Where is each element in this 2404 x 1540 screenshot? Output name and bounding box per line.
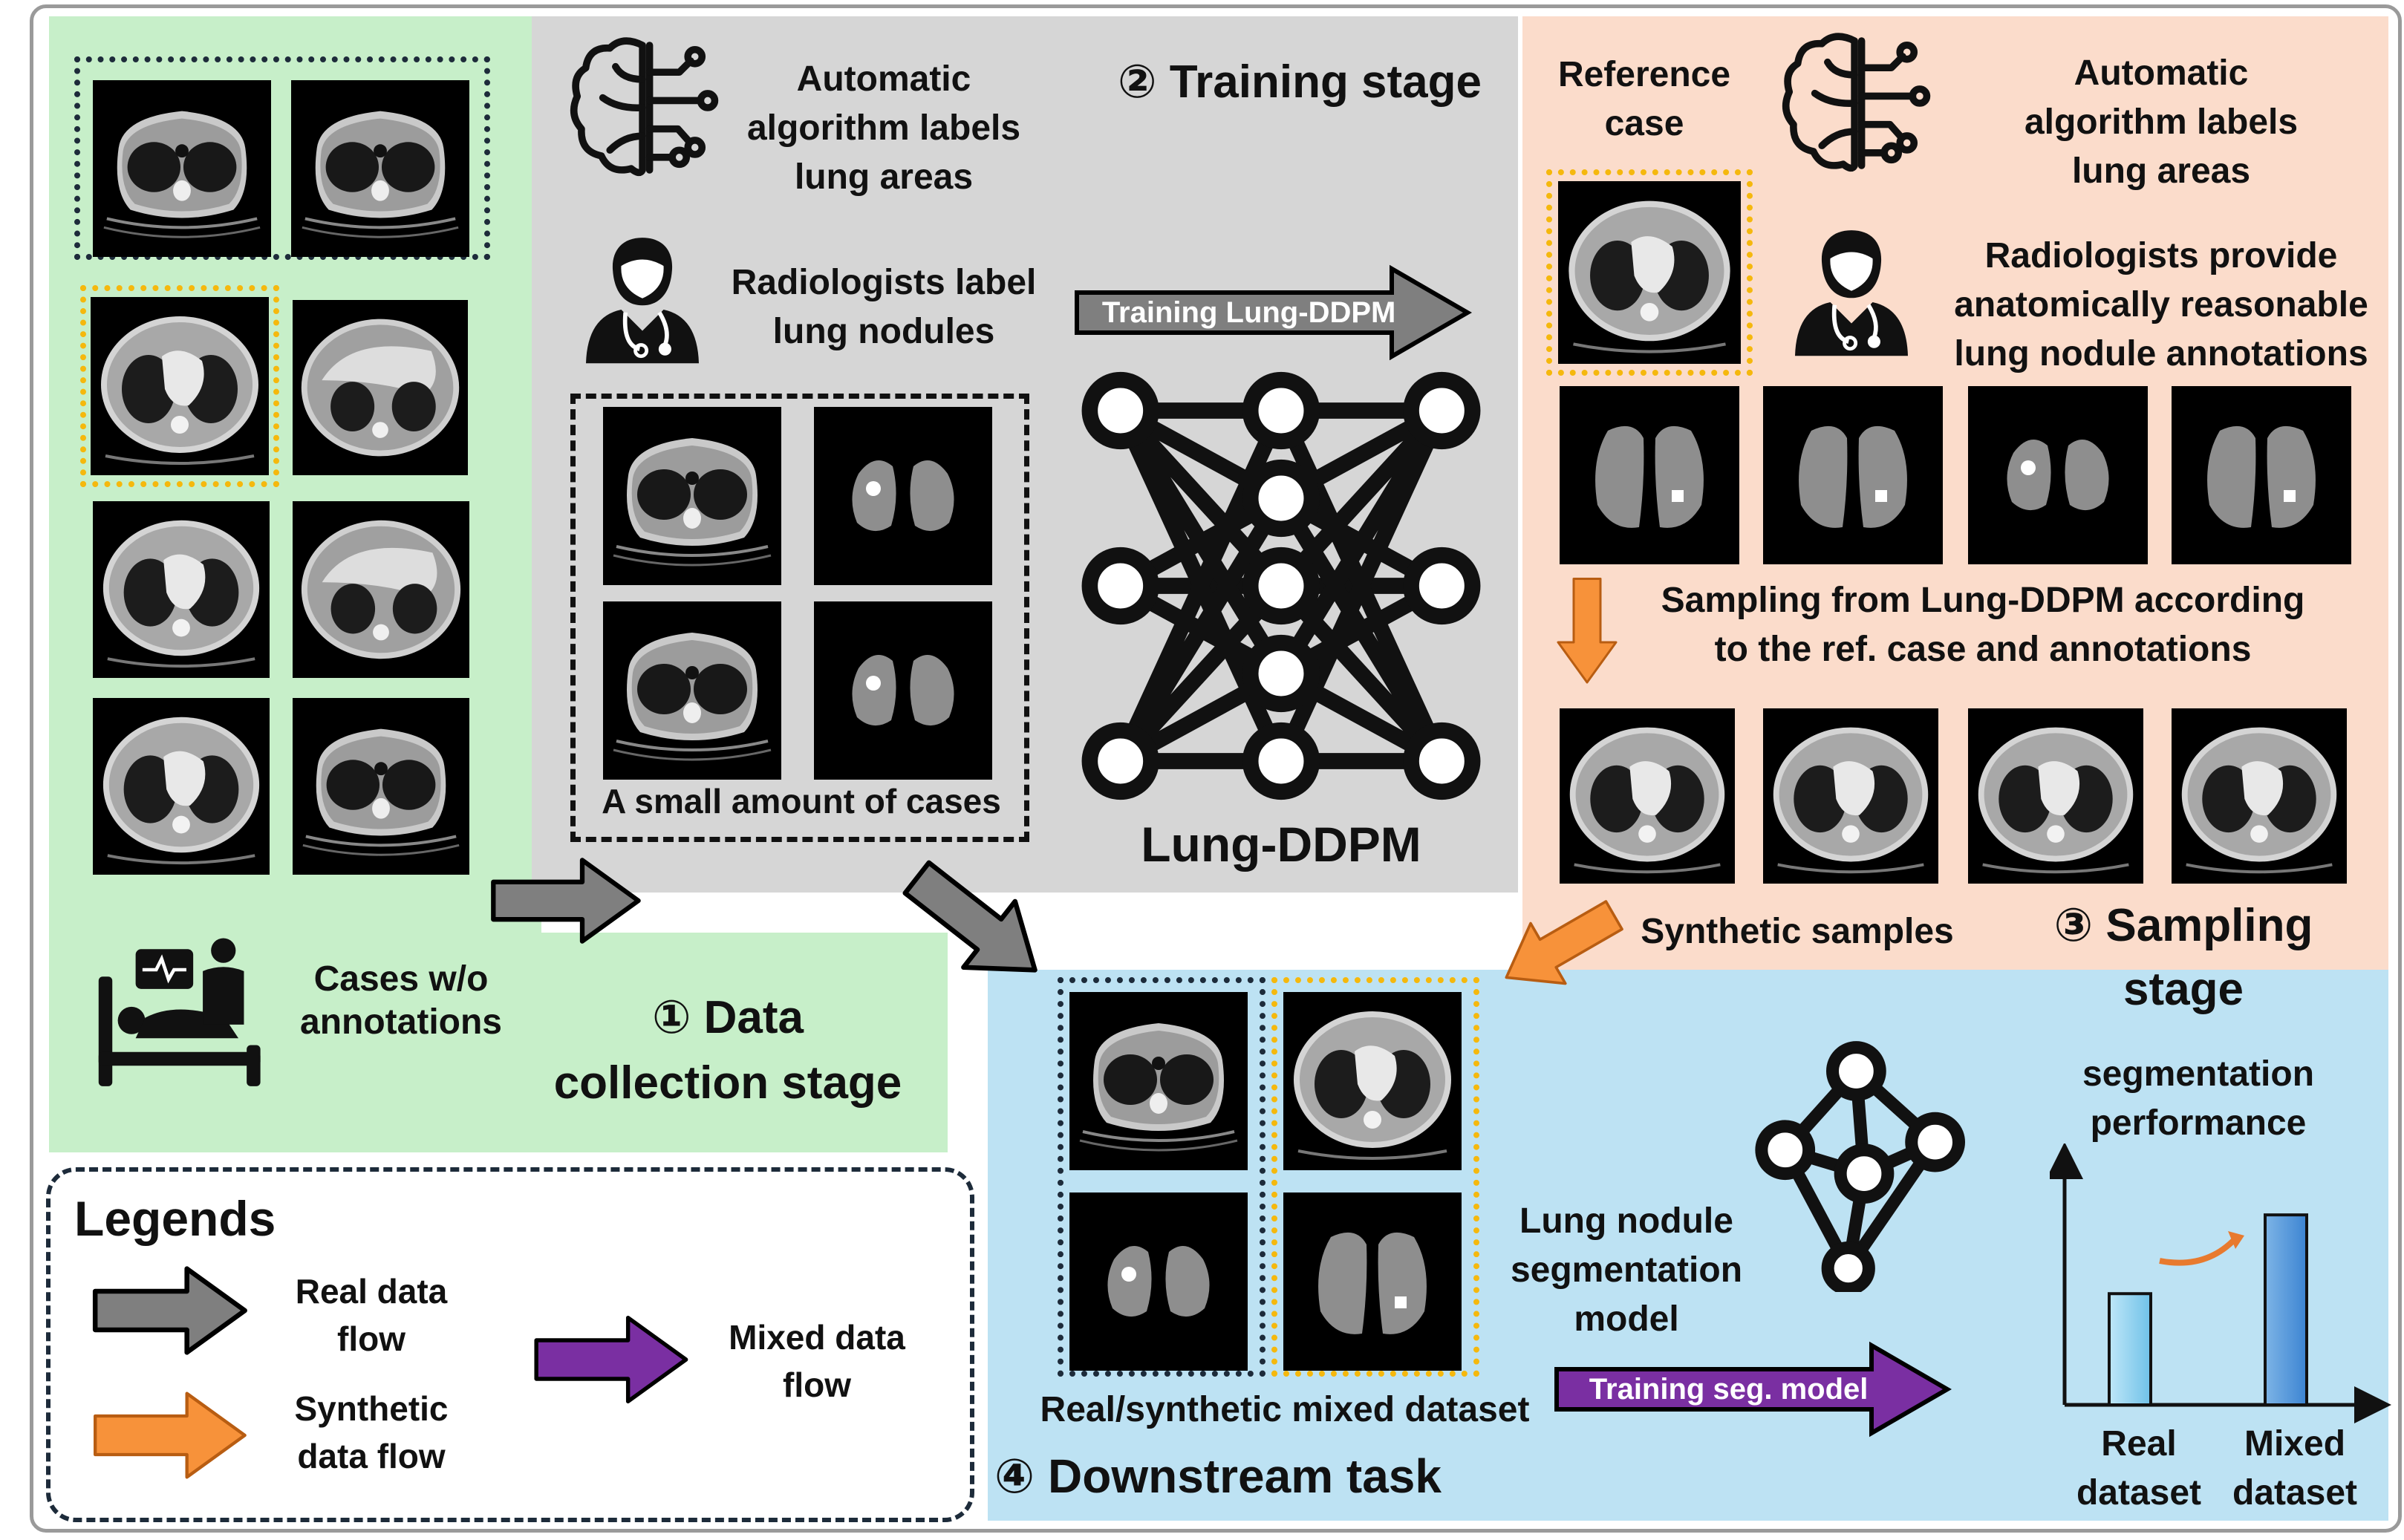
- sampling-text-1: Sampling from Lung-DDPM according: [1661, 581, 2305, 620]
- mixed-dataset-label: Real/synthetic mixed dataset: [1040, 1390, 1530, 1429]
- legend-synthetic-2: data flow: [297, 1437, 446, 1475]
- training-lung-ddpm-arrow: Training Lung-DDPM: [1072, 264, 1473, 361]
- ct-scan: [1968, 708, 2143, 884]
- brain-circuit-icon: [1778, 25, 1934, 181]
- ct-scan: [1560, 708, 1735, 884]
- mixed-flow-legend-arrow: [530, 1311, 694, 1408]
- lung-mask: [1069, 1192, 1248, 1371]
- synthetic-data-group: [1271, 977, 1479, 1377]
- legend-mixed-1: Mixed data: [729, 1318, 905, 1357]
- neural-network-icon: [1062, 367, 1500, 805]
- synthetic-flow-legend-arrow: [89, 1387, 253, 1484]
- small-cases-label: A small amount of cases: [602, 782, 1001, 820]
- ct-scan: [91, 297, 269, 475]
- ct-scan: [293, 300, 468, 475]
- perf-title-1: segmentation: [2082, 1054, 2315, 1094]
- ct-scan: [1763, 708, 1938, 884]
- ct-scan: [93, 698, 270, 875]
- lung-mask: [814, 601, 992, 780]
- reference-case-box: [80, 285, 279, 487]
- bar-mixed-label-1: Mixed: [2244, 1424, 2346, 1464]
- lung-mask: [814, 407, 992, 585]
- sampling-title-1: ③ Sampling: [2053, 900, 2313, 951]
- ct-scan: [1069, 992, 1248, 1170]
- figure-frame: [30, 4, 2402, 1533]
- bar-real-dataset: [2108, 1292, 2152, 1406]
- trend-up-arrow-icon: [2159, 1236, 2238, 1266]
- patient-bed-icon: [88, 928, 266, 1100]
- legend-synthetic-1: Synthetic: [294, 1389, 449, 1428]
- ct-scan: [93, 501, 270, 678]
- bar-real-label-2: dataset: [2076, 1473, 2202, 1513]
- model-name: Lung-DDPM: [1141, 817, 1421, 872]
- real-flow-arrow: [481, 854, 652, 947]
- lung-mask: [1560, 386, 1739, 564]
- lung-mask: [1968, 386, 2148, 564]
- downstream-title: ④ Downstream task: [994, 1449, 1442, 1503]
- reference-label-2: case: [1604, 104, 1684, 143]
- bar-real-label-1: Real: [2101, 1424, 2177, 1464]
- ct-scan: [603, 601, 781, 780]
- legend-mixed-2: flow: [783, 1366, 851, 1404]
- small-cases-box: [570, 394, 1029, 842]
- synthetic-samples-label: Synthetic samples: [1641, 912, 1954, 951]
- sampling-title-2: stage: [2123, 964, 2244, 1015]
- trend-up-arrow-head: [2228, 1231, 2244, 1249]
- sampling-radiologist-2: anatomically reasonable: [1954, 285, 2368, 324]
- data-collection-title-1: ① Data: [651, 992, 804, 1043]
- ct-scan: [603, 407, 781, 585]
- reference-case-box: [1546, 169, 1753, 376]
- training-radiologist-1: Radiologists label: [731, 263, 1037, 302]
- ct-scan: [1283, 992, 1462, 1170]
- training-title: ② Training stage: [1117, 56, 1482, 108]
- graph-network-icon: [1738, 1040, 1990, 1292]
- training-radiologist-2: lung nodules: [772, 312, 995, 351]
- training-seg-model-arrow: Training seg. model: [1552, 1341, 1953, 1438]
- ct-scan: [291, 80, 469, 257]
- real-flow-legend-arrow: [89, 1262, 253, 1359]
- sampling-radiologist-1: Radiologists provide: [1984, 236, 2338, 275]
- data-collection-title-2: collection stage: [553, 1057, 902, 1109]
- ct-scan: [293, 698, 469, 875]
- legend-title: Legends: [74, 1191, 276, 1246]
- brain-circuit-icon: [566, 30, 722, 186]
- bar-mixed-label-2: dataset: [2232, 1473, 2358, 1513]
- data-collection-panel-ext: [49, 933, 948, 1152]
- seg-model-label-1: Lung nodule: [1519, 1201, 1733, 1241]
- sampling-auto-label-1: Automatic: [2074, 53, 2249, 93]
- lung-mask: [1283, 1192, 1462, 1371]
- seg-model-label-3: model: [1574, 1299, 1679, 1339]
- sampling-auto-label-3: lung areas: [2071, 151, 2251, 191]
- training-auto-label-1: Automatic: [796, 59, 971, 99]
- ct-scan: [2172, 708, 2347, 884]
- real-cases-group: [74, 56, 490, 260]
- reference-label-1: Reference: [1557, 55, 1731, 94]
- real-data-group: [1058, 977, 1265, 1377]
- training-arrow-label: Training Lung-DDPM: [1101, 296, 1396, 329]
- sampling-text-2: to the ref. case and annotations: [1714, 630, 2252, 669]
- sampling-radiologist-3: lung nodule annotations: [1954, 334, 2368, 373]
- bar-mixed-dataset: [2264, 1213, 2308, 1406]
- legend-real-1: Real data: [295, 1272, 448, 1311]
- perf-title-2: performance: [2090, 1103, 2307, 1143]
- doctor-icon: [572, 223, 713, 368]
- training-auto-label-3: lung areas: [794, 157, 974, 197]
- lung-mask: [2172, 386, 2351, 564]
- seg-model-label-2: segmentation: [1510, 1250, 1743, 1290]
- synthetic-flow-arrow: [1543, 575, 1632, 687]
- ct-scan: [93, 80, 271, 257]
- cases-caption: Cases w/o annotations: [300, 959, 502, 1042]
- seg-arrow-label: Training seg. model: [1589, 1372, 1869, 1406]
- lung-mask: [1763, 386, 1943, 564]
- doctor-icon: [1781, 215, 1922, 361]
- training-auto-label-2: algorithm labels: [746, 108, 1021, 148]
- ct-scan: [1558, 181, 1741, 364]
- ct-scan: [293, 501, 469, 678]
- legend-real-2: flow: [337, 1319, 405, 1358]
- performance-chart: [2050, 1143, 2391, 1423]
- sampling-auto-label-2: algorithm labels: [2024, 102, 2299, 142]
